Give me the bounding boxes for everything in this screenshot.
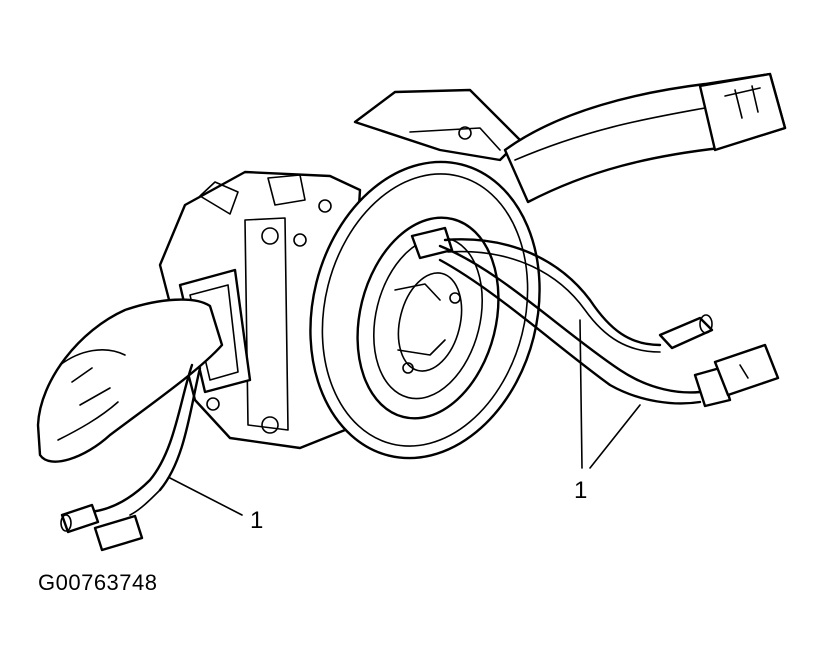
clock-spring-ring [309,160,541,460]
left-stalk-lever [36,268,252,463]
callout-leaders [169,319,641,516]
right-stalk-lever [503,72,787,204]
callout-label-left: 1 [250,507,263,534]
figure-id: G00763748 [38,570,158,595]
left-wire-harness [60,363,202,552]
callout-label-right: 1 [574,477,587,504]
top-mounting-plate [353,88,522,162]
right-wire-harness [410,226,780,408]
